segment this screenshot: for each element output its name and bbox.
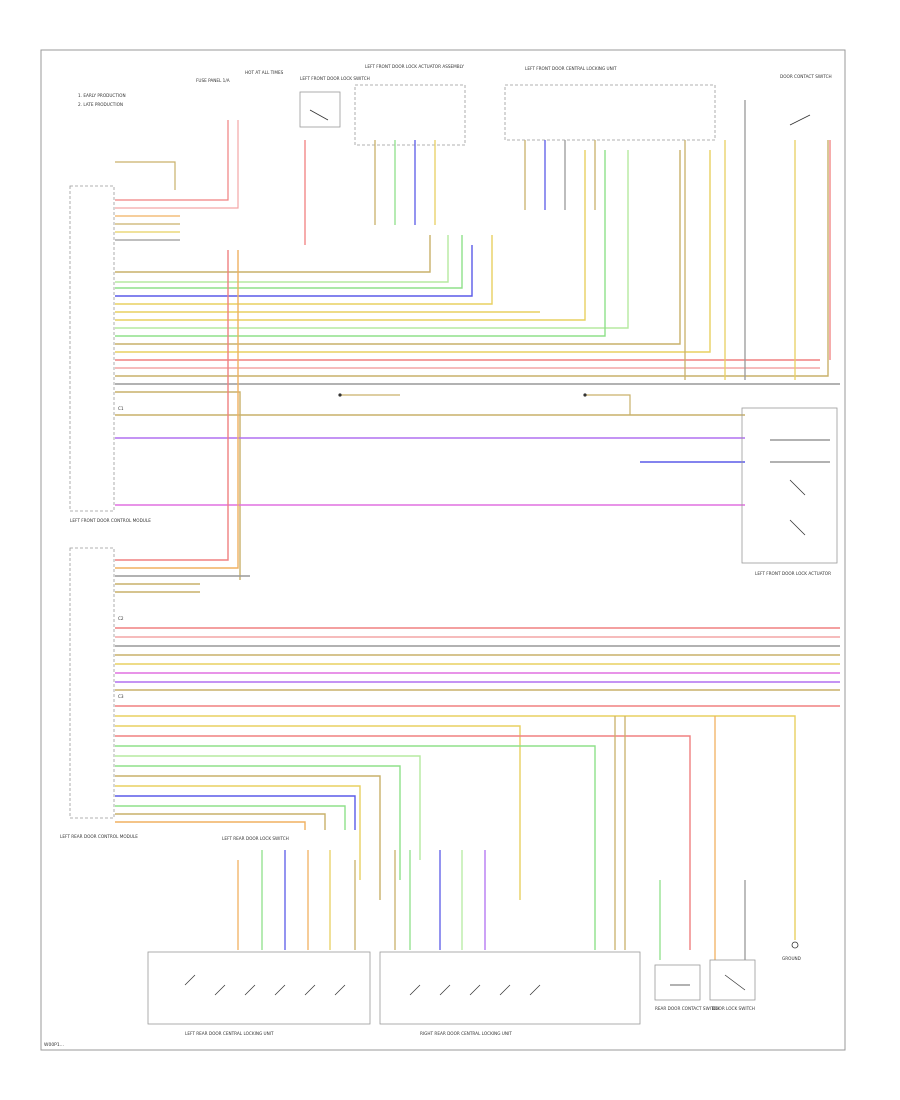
left-switch-module-label: LEFT REAR DOOR LOCK SWITCH xyxy=(222,836,289,841)
fuse-panel-label: FUSE PANEL 1/A xyxy=(196,78,230,83)
right-switch-contacts xyxy=(770,439,830,536)
left-front-module-box xyxy=(69,185,115,512)
diagram-border xyxy=(40,49,846,1051)
rear-switch-b-box xyxy=(709,959,756,1001)
hot-at-all-times-label: HOT AT ALL TIMES xyxy=(245,70,284,75)
rear-module-label: LEFT REAR DOOR CONTROL MODULE xyxy=(60,834,138,839)
connector-c1: C1 xyxy=(118,406,124,411)
lock-switch-group-label: LEFT FRONT DOOR LOCK ACTUATOR ASSEMBLY xyxy=(365,64,464,69)
rear-harness-wires xyxy=(115,250,840,950)
bottom-vertical-wires xyxy=(237,716,746,960)
left-front-module-label: LEFT FRONT DOOR CONTROL MODULE xyxy=(70,518,151,523)
rear-switch-b-label: DOOR LOCK SWITCH xyxy=(712,1006,755,1011)
right-switch-box xyxy=(741,407,838,564)
footer-id: W00P1... xyxy=(44,1042,64,1048)
top-vertical-wires xyxy=(304,100,831,380)
left-front-switch-label: LEFT FRONT DOOR LOCK SWITCH xyxy=(300,76,370,81)
ground-symbol xyxy=(791,941,799,949)
connector-c3: C3 xyxy=(118,694,124,699)
left-front-switch-box xyxy=(299,91,341,128)
splice-wires xyxy=(338,393,631,415)
central-lock-box xyxy=(504,84,716,141)
legend-line-1: 1. EARLY PRODUCTION xyxy=(78,93,126,98)
rear-lock-unit-2-box xyxy=(379,951,641,1025)
rear-switch-a-label: REAR DOOR CONTACT SWITCH xyxy=(655,1006,719,1011)
central-locking-unit-label: LEFT FRONT DOOR CENTRAL LOCKING UNIT xyxy=(525,66,617,71)
legend-line-2: 2. LATE PRODUCTION xyxy=(78,102,123,107)
connector-c2: C2 xyxy=(118,616,124,621)
rear-module-box xyxy=(69,547,115,819)
actuator-box xyxy=(354,84,466,146)
header-wires xyxy=(115,120,239,241)
rear-lock-unit-1-box xyxy=(147,951,371,1025)
right-unit-label: DOOR CONTACT SWITCH xyxy=(780,74,832,79)
rear-switch-a-box xyxy=(654,964,701,1001)
rear-lock-unit-1-label: LEFT REAR DOOR CENTRAL LOCKING UNIT xyxy=(185,1031,274,1036)
right-front-module-label: LEFT FRONT DOOR LOCK ACTUATOR xyxy=(755,571,831,576)
main-wires xyxy=(115,140,840,580)
rear-ground-label: GROUND xyxy=(782,956,801,961)
rear-lock-unit-2-label: RIGHT REAR DOOR CENTRAL LOCKING UNIT xyxy=(420,1031,512,1036)
bottom-switch-contacts xyxy=(184,974,746,996)
right-top-switch xyxy=(789,114,811,126)
switch-lever xyxy=(309,109,329,121)
